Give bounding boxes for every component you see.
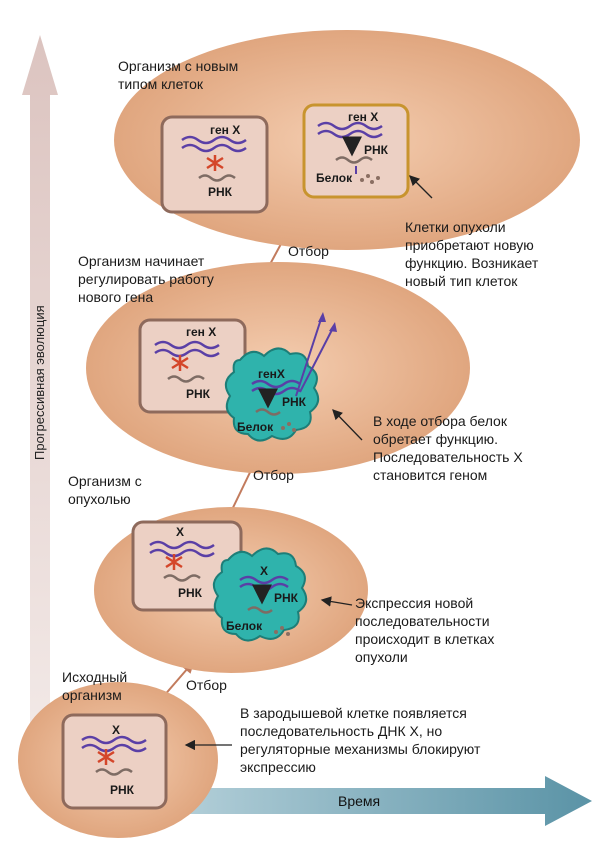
organism-title-stage3: Организм начинает регулировать работу но… — [78, 253, 218, 305]
note-line: приобретают новую — [405, 237, 534, 253]
note-line: В зародышевой клетке появляется — [240, 705, 467, 721]
tumor-protein-label-stage3: Белок — [237, 420, 274, 434]
note-line: Последовательность Х — [373, 449, 523, 465]
title-line: Организм с новым — [118, 58, 238, 74]
title-line: Организм с — [68, 473, 142, 489]
evolution-axis-label: Прогрессивная эволюция — [32, 305, 47, 460]
cell-rna-label-stage4: РНК — [208, 185, 233, 199]
tumor-rna-label-stage3: РНК — [282, 395, 307, 409]
note-line: новый тип клеток — [405, 273, 518, 289]
cell-gene-label-stage1: X — [112, 723, 120, 737]
normal-cell-stage4 — [160, 115, 269, 214]
new-cell-type-stage4 — [302, 103, 410, 199]
note-line: регуляторные механизмы блокируют — [240, 741, 481, 757]
note-line: последовательности — [355, 613, 490, 629]
note-line: последовательность ДНК Х, но — [240, 723, 442, 739]
title-line: Исходный — [62, 669, 127, 685]
cell-rna-label-stage2: РНК — [178, 586, 203, 600]
time-axis-label: Время — [338, 793, 380, 809]
note-line: происходит в клетках — [355, 631, 494, 647]
tumor-stage3 — [224, 312, 337, 442]
selection-label-2: Отбор — [253, 467, 294, 483]
tumor-rna-label-stage2: РНК — [274, 591, 299, 605]
time-axis-arrow — [150, 776, 592, 826]
title-line: типом клеток — [118, 76, 204, 92]
organism-title-stage2: Организм с опухолью — [68, 473, 146, 507]
note-line: функцию. Возникает — [405, 255, 539, 271]
normal-cell-stage3 — [138, 318, 247, 414]
note-line: В ходе отбора белок — [373, 413, 508, 429]
selection-label-3: Отбор — [288, 243, 329, 259]
evolution-axis-arrow — [22, 35, 58, 800]
note-line: опухоли — [355, 649, 408, 665]
tumor-gene-label-stage2: X — [260, 564, 268, 578]
newcell-rna-label-stage4: РНК — [364, 143, 389, 157]
tumor-gene-label-stage3: генX — [258, 367, 285, 381]
note-line: Экспрессия новой — [355, 595, 473, 611]
title-line: Организм начинает — [78, 253, 205, 269]
germ-cell-stage1 — [61, 713, 168, 810]
note-line: экспрессию — [240, 759, 316, 775]
cell-gene-label-stage3: ген X — [186, 325, 216, 339]
cell-rna-label-stage1: РНК — [110, 783, 135, 797]
newcell-protein-label-stage4: Белок — [316, 171, 353, 185]
note-line: становится геном — [373, 467, 487, 483]
note-stage1: В зародышевой клетке появляется последов… — [240, 705, 484, 775]
note-stage3: В ходе отбора белок обретает функцию. По… — [373, 413, 527, 483]
cell-gene-label-stage4: ген X — [210, 123, 240, 137]
tumor-stage2 — [212, 547, 308, 642]
note-stage2: Экспрессия новой последовательности прои… — [355, 595, 498, 665]
note-line: обретает функцию. — [373, 431, 498, 447]
newcell-gene-label-stage4: ген X — [348, 110, 378, 124]
note-line: Клетки опухоли — [405, 219, 506, 235]
organism-title-stage4: Организм с новым типом клеток — [118, 58, 242, 92]
title-line: регулировать работу — [78, 271, 214, 287]
note-pointers — [184, 175, 433, 751]
tumor-protein-label-stage2: Белок — [226, 619, 263, 633]
organism-title-stage1: Исходный организм — [62, 669, 131, 703]
selection-label-1: Отбор — [186, 677, 227, 693]
title-line: опухолью — [68, 491, 131, 507]
title-line: организм — [62, 687, 122, 703]
cell-rna-label-stage3: РНК — [186, 387, 211, 401]
cell-gene-label-stage2: X — [176, 525, 184, 539]
note-stage4: Клетки опухоли приобретают новую функцию… — [405, 219, 542, 289]
title-line: нового гена — [78, 289, 153, 305]
